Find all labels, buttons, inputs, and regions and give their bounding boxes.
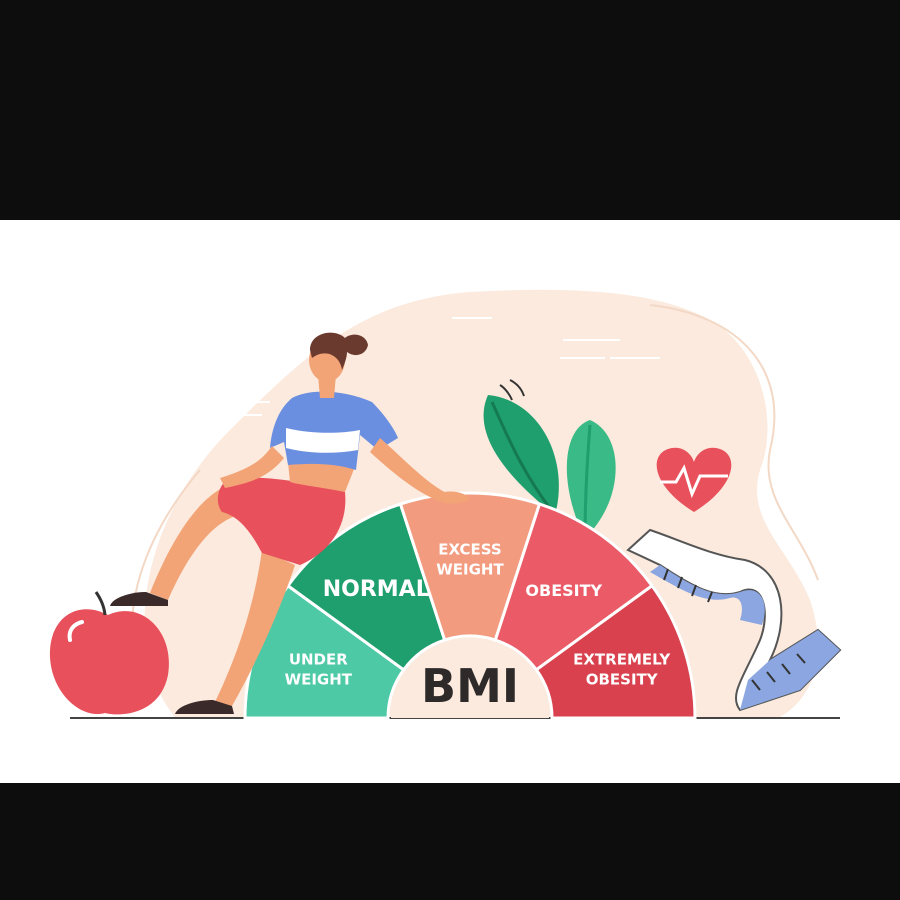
apple-icon <box>49 591 169 715</box>
measuring-tape-icon <box>626 528 842 712</box>
gauge-label-normal: NORMAL <box>323 577 430 602</box>
letterbox-bottom <box>0 783 900 900</box>
letterbox-top <box>0 0 900 220</box>
heart-pulse-icon <box>656 447 732 512</box>
leaf-icon <box>483 379 616 539</box>
person-figure <box>110 332 470 714</box>
decor-dashes <box>228 317 660 416</box>
gauge-segment-obesity <box>493 502 655 672</box>
gauge-center-label: BMI <box>421 659 519 713</box>
gauge-label-obesity: OBESITY <box>525 581 602 600</box>
gauge-center <box>391 639 549 718</box>
gauge-segment-extreme <box>534 583 697 720</box>
